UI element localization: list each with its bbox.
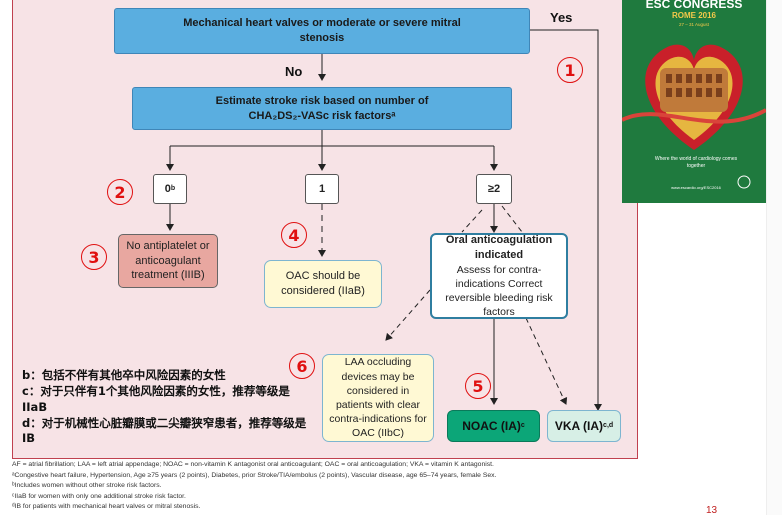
- marker-3: 3: [81, 244, 107, 270]
- noac-box: NOAC (IA)c: [447, 410, 540, 442]
- colosseum-heart-graphic: [622, 44, 766, 189]
- estimate-risk-box: Estimate stroke risk based on number of …: [132, 87, 512, 130]
- footnote-b: ᵇIncludes women without other stroke ris…: [12, 482, 162, 490]
- oac-considered-box: OAC should be considered (IIaB): [264, 260, 382, 308]
- footnote-a: ᵃCongestive heart failure, Hypertension,…: [12, 471, 497, 479]
- footnotes: AF = atrial fibrillation; LAA = left atr…: [12, 460, 632, 513]
- question-mechanical-valves: Mechanical heart valves or moderate or s…: [114, 8, 530, 54]
- footnote-c: ᶜIIaB for women with only one additional…: [12, 492, 186, 500]
- marker-1: 1: [557, 57, 583, 83]
- vka-text: VKA (IA): [554, 418, 604, 433]
- estimate-line-1: Estimate stroke risk based on number of: [215, 94, 429, 107]
- score-two-plus-text: ≥2: [487, 182, 501, 195]
- footnote-d: ᵈIB for patients with mechanical heart v…: [12, 503, 201, 511]
- score-zero-sup: b: [170, 185, 176, 193]
- esc-city: ROME 2016: [671, 11, 717, 20]
- yes-label: Yes: [550, 10, 573, 25]
- oac-considered-text: OAC should be considered (IIaB): [281, 270, 365, 297]
- score-two-plus-box: ≥2: [476, 174, 512, 204]
- esc-title: ESC CONGRESS: [645, 0, 743, 11]
- noac-sup: c: [520, 422, 525, 430]
- no-label: No: [285, 64, 303, 79]
- marker-6: 6: [289, 353, 315, 379]
- laa-text: LAA occluding devices may be considered …: [329, 356, 427, 440]
- marker-5: 5: [465, 373, 491, 399]
- laa-occluding-box: LAA occluding devices may be considered …: [322, 354, 434, 442]
- no-antiplatelet-box: No antiplatelet or anticoagulant treatme…: [118, 234, 218, 288]
- esc-dates: 27 – 31 August: [678, 22, 710, 27]
- oral-body: Assess for contra-indications Correct re…: [445, 263, 553, 319]
- no-antiplatelet-text: No antiplatelet or anticoagulant treatme…: [126, 239, 210, 282]
- note-c: c：对于只伴有1个其他风险因素的女性，推荐等级是IIaB: [22, 383, 290, 414]
- question-text: Mechanical heart valves or moderate or s…: [183, 17, 461, 44]
- note-b: b：包括不伴有其他卒中风险因素的女性: [22, 368, 226, 382]
- marker-4: 4: [281, 222, 307, 248]
- noac-text: NOAC (IA): [462, 418, 521, 433]
- page-number: 13: [706, 505, 718, 516]
- vka-sup: c,d: [603, 422, 614, 430]
- chinese-notes: b：包括不伴有其他卒中风险因素的女性 c：对于只伴有1个其他风险因素的女性，推荐…: [22, 368, 312, 447]
- esc-tagline: Where the world of cardiology comes toge…: [654, 156, 738, 169]
- note-d: d：对于机械性心脏瓣膜或二尖瓣狭窄患者，推荐等级是IB: [22, 415, 307, 446]
- vka-box: VKA (IA)c,d: [547, 410, 621, 442]
- score-zero-text: 0: [164, 182, 171, 195]
- marker-2: 2: [107, 179, 133, 205]
- score-one-box: 1: [305, 174, 339, 204]
- footnote-abbreviations: AF = atrial fibrillation; LAA = left atr…: [12, 461, 494, 468]
- vertical-scrollbar[interactable]: [766, 0, 782, 515]
- esc-url: www.escardio.org/ESC2016: [671, 185, 721, 190]
- esc-congress-banner: ESC CONGRESS ROME 2016 27 – 31 August Wh…: [622, 0, 766, 203]
- estimate-line-2: CHA₂DS₂-VASc risk factorsᵃ: [248, 109, 396, 122]
- score-one-text: 1: [318, 182, 326, 195]
- oral-anticoagulation-box: Oral anticoagulation indicated Assess fo…: [430, 233, 568, 319]
- oral-title: Oral anticoagulation indicated: [445, 233, 553, 261]
